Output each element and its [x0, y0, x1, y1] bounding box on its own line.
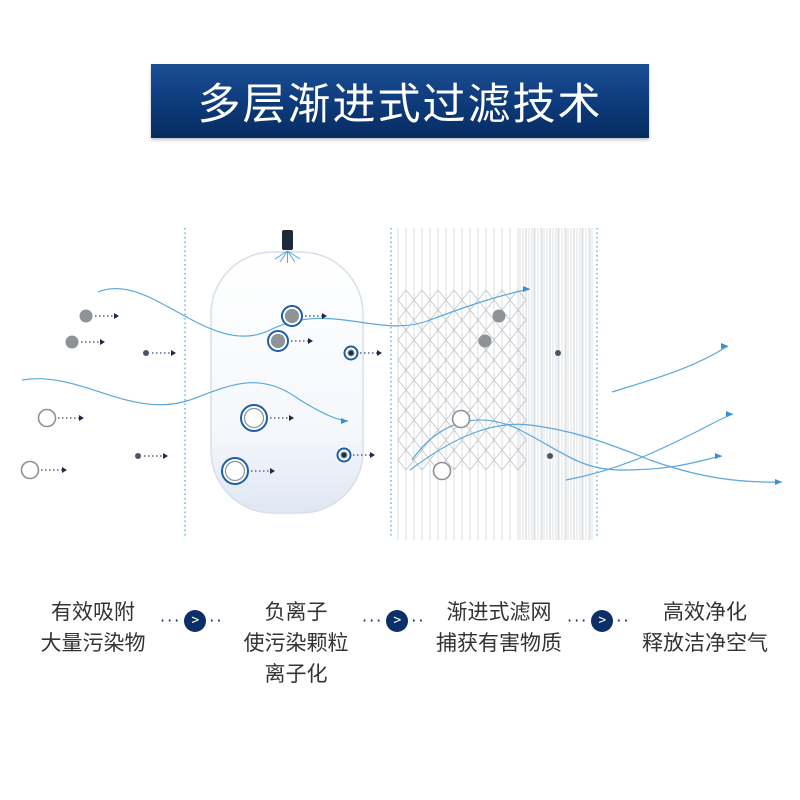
airflow-line — [565, 413, 734, 481]
stage-ionization: 负离子 使污染颗粒 离子化 — [211, 597, 381, 690]
airflow-line — [611, 345, 729, 393]
separator-2: ···>·· — [362, 610, 426, 632]
ionizer-emitter-icon — [274, 230, 301, 263]
particle-icon — [20, 460, 40, 480]
separator-arrow-icon: > — [386, 610, 409, 632]
stage-text-line: 释放洁净空气 — [642, 631, 768, 655]
separator-3: ···>·· — [567, 610, 631, 632]
particles — [20, 305, 561, 485]
arrow-icon — [715, 453, 722, 459]
arrow-icon — [289, 415, 294, 421]
arrow-icon — [62, 467, 67, 473]
stage-text-line: 负离子 — [264, 600, 328, 624]
stage-text-line: 离子化 — [264, 662, 328, 686]
particle-icon — [547, 453, 553, 459]
separator-arrow-icon: > — [184, 610, 207, 632]
stage-text-line: 使污染颗粒 — [243, 631, 349, 655]
particle-icon — [79, 309, 93, 323]
airflow-line — [21, 378, 349, 422]
arrow-icon — [322, 313, 327, 319]
separator-arrow-icon: > — [591, 610, 614, 632]
arrow-icon — [79, 415, 84, 421]
separator-1: ···>·· — [160, 610, 224, 632]
stage-adsorption: 有效吸附 大量污染物 — [8, 597, 178, 659]
arrow-icon — [721, 343, 728, 349]
arrow-icon — [163, 453, 168, 459]
stage-text-line: 高效净化 — [663, 600, 747, 624]
stage-text-line: 渐进式滤网 — [446, 600, 552, 624]
particle-icon — [478, 334, 492, 348]
particle-icon — [37, 408, 57, 428]
particle-icon — [492, 309, 506, 323]
arrow-icon — [370, 452, 375, 458]
arrow-icon — [270, 468, 275, 474]
stage-purification: 高效净化 释放洁净空气 — [620, 597, 790, 659]
particle-icon — [135, 453, 141, 459]
arrow-icon — [726, 411, 733, 417]
progressive-filter-mesh — [397, 228, 593, 540]
stage-filtration: 渐进式滤网 捕获有害物质 — [414, 597, 584, 659]
arrow-icon — [100, 339, 105, 345]
stage-text-line: 有效吸附 — [51, 600, 135, 624]
particle-icon — [555, 350, 561, 356]
airflow-line — [97, 287, 531, 337]
particle-icon — [65, 335, 79, 349]
stage-text-line: 捕获有害物质 — [436, 631, 562, 655]
particle-icon — [143, 350, 149, 356]
arrow-icon — [341, 418, 348, 424]
page-title: 多层渐进式过滤技术 — [197, 80, 603, 130]
arrow-icon — [114, 313, 119, 319]
title-banner: 多层渐进式过滤技术 — [151, 64, 649, 138]
particle-icon — [451, 409, 471, 429]
arrow-icon — [523, 286, 530, 292]
stage-text-line: 大量污染物 — [40, 631, 146, 655]
airflow-line — [409, 423, 783, 483]
arrow-icon — [308, 338, 313, 344]
arrow-icon — [775, 479, 782, 485]
particle-icon — [432, 461, 452, 481]
arrow-icon — [377, 350, 382, 356]
arrow-icon — [171, 350, 176, 356]
